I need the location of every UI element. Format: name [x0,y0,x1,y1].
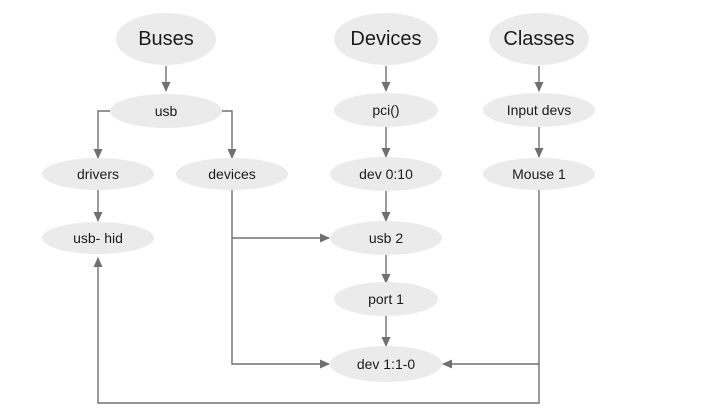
node-usb-hid: usb- hid [42,222,154,254]
header-devices: Devices [334,13,438,65]
node-drivers: drivers [42,158,154,190]
edges [93,66,544,404]
edge-mouse-1-dev-1-1-0 [442,190,540,369]
node-dev-0-10-label: dev 0:10 [359,166,413,182]
node-input-devs-label: Input devs [507,102,572,118]
node-pci-label: pci() [372,102,399,118]
edge-usb-devices [222,110,237,159]
header-devices-label: Devices [350,28,421,50]
node-drivers-label: drivers [77,166,119,182]
node-dev-1-1-0-label: dev 1:1-0 [357,356,416,372]
node-usb-2-label: usb 2 [369,230,403,246]
edge-usb-drivers [93,110,110,159]
node-input-devs: Input devs [483,93,595,127]
header-classes: Classes [489,13,589,65]
node-mouse-1: Mouse 1 [483,158,595,190]
node-port-1: port 1 [334,282,438,316]
edge-devices-dev-1-1-0 [231,189,330,369]
node-port-1-label: port 1 [368,291,404,307]
node-mouse-1-label: Mouse 1 [512,166,566,182]
node-pci: pci() [334,93,438,127]
node-usb-2: usb 2 [330,221,442,255]
node-usb: usb [110,94,222,128]
node-devices-dir: devices [176,158,288,190]
edge-mouse-1-usb-hid [93,257,540,404]
node-dev-0-10: dev 0:10 [330,157,442,191]
header-buses-label: Buses [138,28,194,50]
node-usb-hid-label: usb- hid [73,230,123,246]
node-devices-dir-label: devices [208,166,255,182]
header-classes-label: Classes [503,28,574,50]
node-usb-label: usb [155,103,178,119]
node-dev-1-1-0: dev 1:1-0 [330,346,442,382]
header-buses: Buses [116,13,216,65]
